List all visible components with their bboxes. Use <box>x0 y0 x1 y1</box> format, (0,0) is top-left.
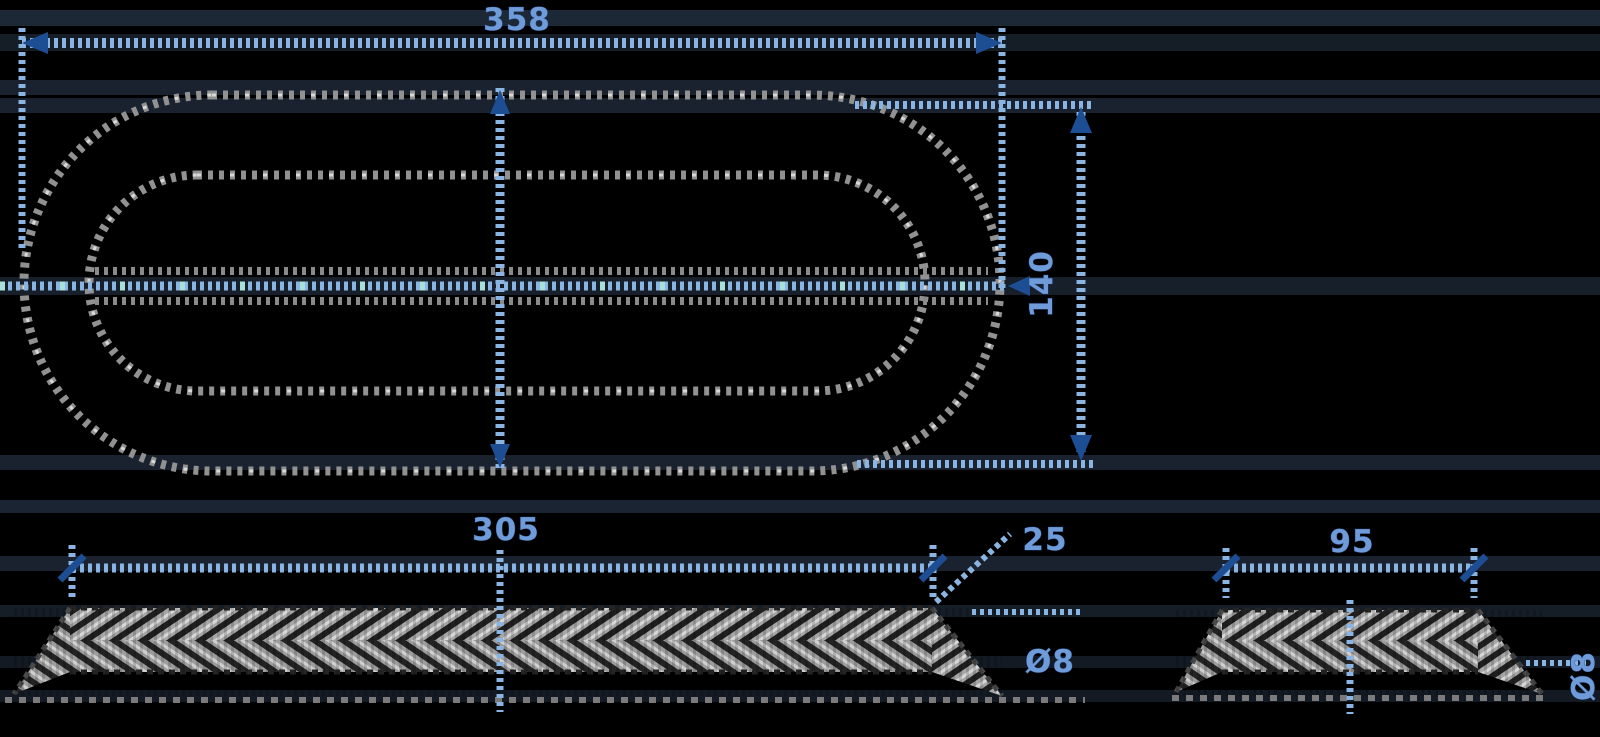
long-rod-view: 305 25 Ø8 <box>5 512 1085 712</box>
centerline-arrow-icon <box>1008 276 1030 296</box>
long-rod-tip-label: 25 <box>1022 522 1067 558</box>
length-dim-arrow-right-icon <box>976 32 1002 54</box>
short-rod-length-label: 95 <box>1329 524 1374 560</box>
short-rod-dim-tick-right-icon <box>1459 553 1489 583</box>
artifact-band <box>0 10 1600 26</box>
mid-height-arrow-down-icon <box>490 444 510 468</box>
short-rod-dim-tick-left-icon <box>1211 553 1241 583</box>
ring-outer-highlight <box>22 93 1002 473</box>
artifact-band <box>0 500 1600 513</box>
artifact-band <box>0 98 1600 113</box>
height-dim-arrow-down-icon <box>1070 435 1092 461</box>
short-rod-diameter-label: Ø8 <box>1566 651 1600 701</box>
height-dim-arrow-up-icon <box>1070 107 1092 133</box>
mid-height-arrow-up-icon <box>490 90 510 114</box>
artifact-band <box>0 455 1600 470</box>
short-rod-dither-overlay <box>1176 610 1542 696</box>
long-rod-diameter-label: Ø8 <box>1025 644 1075 680</box>
long-rod-length-label: 305 <box>472 512 540 548</box>
ring-plan-view: 358 140 <box>0 2 1094 476</box>
long-rod-tip-leader <box>933 531 1013 605</box>
ring-length-label: 358 <box>483 2 551 38</box>
length-dim-arrow-left-icon <box>22 32 48 54</box>
long-rod-dim-tick-left-icon <box>57 553 87 583</box>
short-rod-view: 95 Ø8 <box>1172 524 1600 714</box>
ring-height-label: 140 <box>1024 250 1060 318</box>
long-rod-dither-overlay <box>14 608 1002 696</box>
ring-inner-highlight <box>87 173 927 393</box>
long-rod-dim-tick-right-icon <box>918 553 948 583</box>
